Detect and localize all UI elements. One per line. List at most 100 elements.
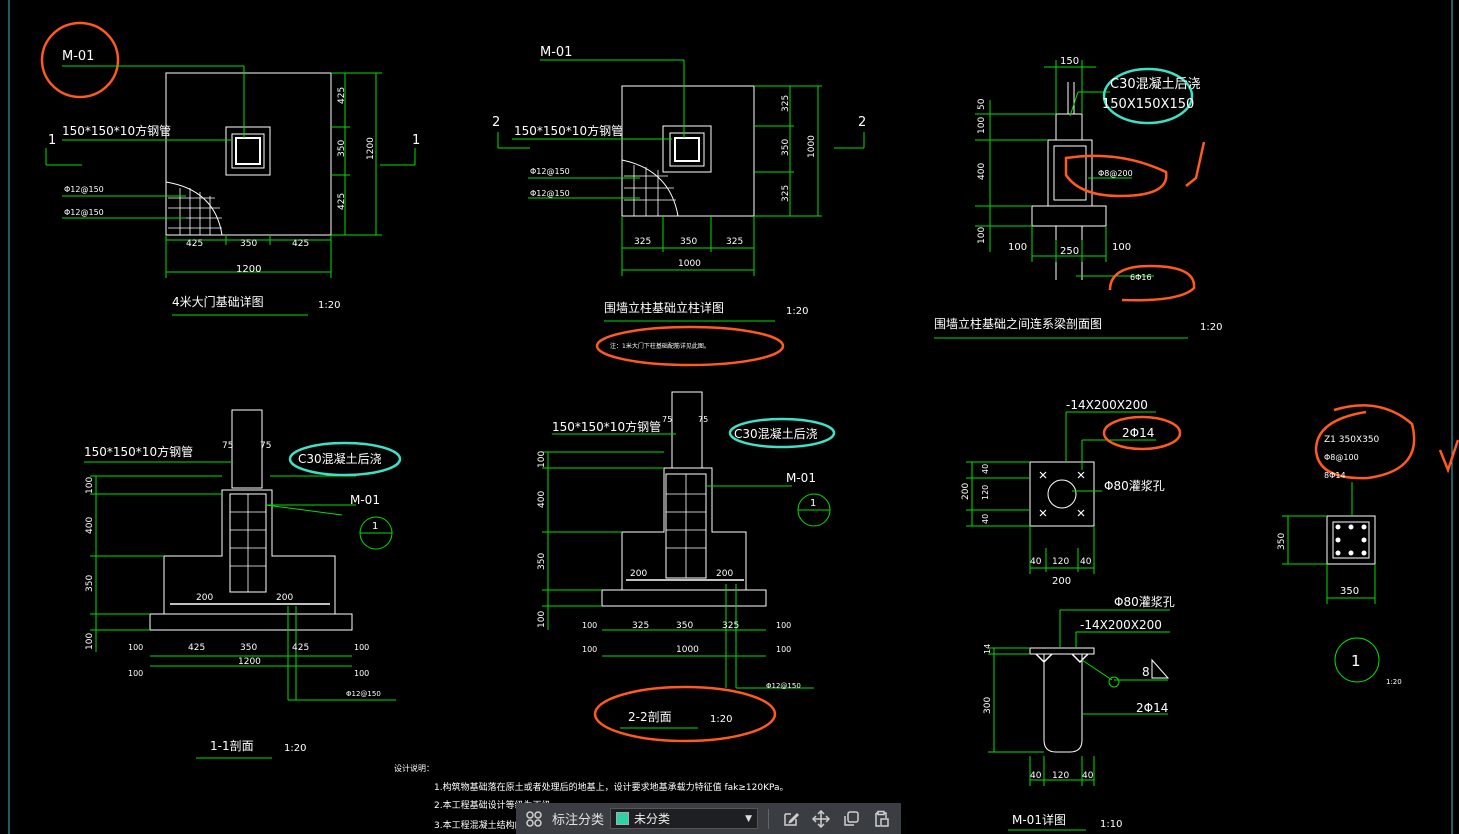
svg-text:50: 50: [977, 98, 987, 110]
svg-text:150X150X150: 150X150X150: [1102, 97, 1194, 112]
chevron-down-icon: ▼: [745, 813, 753, 824]
category-color-swatch: [616, 812, 630, 825]
svg-text:100: 100: [977, 227, 987, 244]
svg-text:200: 200: [196, 593, 213, 603]
svg-text:6Φ16: 6Φ16: [1130, 273, 1152, 282]
svg-text:75: 75: [260, 441, 271, 451]
svg-text:350: 350: [1340, 586, 1359, 597]
category-selected-value: 未分类: [634, 812, 671, 826]
svg-text:100: 100: [1112, 242, 1131, 253]
svg-text:注：1米大门下柱基础配筋详见此图。: 注：1米大门下柱基础配筋详见此图。: [610, 342, 710, 350]
detail-section-2-2: [601, 391, 767, 607]
svg-text:Φ80灌浆孔: Φ80灌浆孔: [1104, 478, 1165, 493]
detail-wall-column-plan: [621, 85, 755, 217]
svg-text:100: 100: [977, 117, 987, 134]
svg-text:350: 350: [781, 139, 791, 156]
detail-tie-beam-annot: [934, 60, 1206, 339]
svg-text:1000: 1000: [676, 645, 699, 655]
svg-text:150*150*10方钢管: 150*150*10方钢管: [514, 123, 623, 138]
svg-text:350: 350: [337, 140, 347, 157]
svg-text:325: 325: [722, 621, 739, 631]
svg-text:2: 2: [492, 115, 500, 130]
svg-text:150*150*10方钢管: 150*150*10方钢管: [552, 419, 661, 434]
svg-text:Φ12@150: Φ12@150: [64, 208, 104, 217]
detail-z1-column: [1326, 515, 1376, 565]
svg-text:120: 120: [981, 485, 990, 500]
svg-text:1: 1: [372, 521, 378, 532]
svg-text:350: 350: [85, 575, 95, 592]
svg-text:2-2剖面: 2-2剖面: [628, 710, 672, 724]
svg-text:Φ12@150: Φ12@150: [530, 189, 570, 198]
detail-m01-section-annot: [988, 609, 1170, 831]
svg-text:400: 400: [977, 163, 987, 180]
svg-text:1-1剖面: 1-1剖面: [210, 739, 254, 753]
detail-wall-column-text: M-01 150*150*10方钢管 2 2 Φ12@150 Φ12@150 3…: [492, 45, 866, 350]
svg-text:425: 425: [186, 239, 203, 249]
svg-text:Φ8@100: Φ8@100: [1324, 453, 1359, 462]
svg-text:400: 400: [537, 491, 547, 508]
detail-m01-section: [1029, 647, 1170, 753]
svg-text:C30混凝土后浇: C30混凝土后浇: [734, 426, 818, 441]
svg-text:425: 425: [292, 239, 309, 249]
svg-text:8: 8: [1142, 665, 1150, 679]
detail-gate-plan: [165, 72, 332, 236]
detail-section-2-2-text: 150*150*10方钢管 75 75 C30混凝土后浇 M-01 1 100 …: [537, 415, 818, 725]
svg-text:100: 100: [537, 451, 547, 468]
svg-text:100: 100: [85, 633, 95, 650]
svg-text:425: 425: [337, 87, 347, 104]
svg-text:350: 350: [680, 237, 697, 247]
svg-text:1.构筑物基础落在原土或者处理后的地基上，设计要求地基承载力: 1.构筑物基础落在原土或者处理后的地基上，设计要求地基承载力特征值 fak≥12…: [434, 781, 789, 793]
svg-text:425: 425: [337, 193, 347, 210]
svg-text:75: 75: [662, 415, 672, 424]
detail-section-1-1: [149, 409, 353, 631]
svg-text:M-01: M-01: [350, 493, 380, 507]
annotation-toolbar: 标注分类 未分类 ▼: [516, 803, 901, 834]
svg-text:100: 100: [582, 645, 597, 654]
svg-text:200: 200: [1052, 576, 1071, 587]
svg-text:350: 350: [537, 553, 547, 570]
svg-text:Φ12@150: Φ12@150: [346, 690, 381, 698]
svg-text:1000: 1000: [807, 135, 817, 158]
svg-text:1:10: 1:10: [1100, 819, 1122, 830]
detail-tie-beam-text: 150 C30混凝土后浇 150X150X150 50 100 400 100 …: [934, 56, 1222, 333]
svg-text:200: 200: [276, 593, 293, 603]
svg-text:3.本工程混凝土结构的: 3.本工程混凝土结构的: [434, 819, 524, 831]
svg-text:1000: 1000: [678, 259, 701, 269]
svg-text:M-01: M-01: [540, 45, 572, 60]
svg-text:250: 250: [1060, 246, 1079, 257]
svg-text:1:20: 1:20: [710, 714, 732, 725]
detail-gate-plan-text: M-01 150*150*10方钢管 1 1 Φ12@150 Φ12@150 4…: [48, 49, 420, 311]
annotation-category-select[interactable]: 未分类 ▼: [610, 808, 759, 829]
svg-text:400: 400: [85, 517, 95, 534]
detail-z1-column-annot: [1282, 404, 1459, 683]
svg-text:设计说明：: 设计说明：: [394, 763, 434, 773]
svg-text:150: 150: [1060, 56, 1079, 67]
detail-m01-section-text: Φ80灌浆孔 -14X200X200 8 2Φ14 14 300 40 120 …: [983, 594, 1175, 830]
svg-text:围墙立柱基础立柱详图: 围墙立柱基础立柱详图: [604, 300, 724, 315]
detail-section-1-1-text: 150*150*10方钢管 75 75 C30混凝土后浇 M-01 1 100 …: [84, 441, 382, 754]
svg-text:2Φ14: 2Φ14: [1122, 426, 1154, 440]
svg-text:1:20: 1:20: [786, 306, 808, 317]
copy-icon[interactable]: [839, 807, 863, 831]
svg-text:150*150*10方钢管: 150*150*10方钢管: [84, 444, 193, 459]
svg-text:-14X200X200: -14X200X200: [1080, 618, 1162, 632]
svg-text:100: 100: [85, 477, 95, 494]
svg-text:325: 325: [726, 237, 743, 247]
paste-icon[interactable]: [869, 807, 893, 831]
move-icon[interactable]: [809, 807, 833, 831]
svg-text:300: 300: [983, 697, 993, 714]
svg-text:40: 40: [1080, 557, 1092, 567]
svg-text:1:20: 1:20: [284, 743, 306, 754]
detail-m01-plate-text: -14X200X200 2Φ14 Φ80灌浆孔 200 40 120 40 40…: [961, 398, 1165, 587]
svg-text:100: 100: [537, 611, 547, 628]
grid-view-icon[interactable]: [522, 807, 546, 831]
svg-text:40: 40: [1030, 557, 1042, 567]
edit-icon[interactable]: [779, 807, 803, 831]
svg-text:350: 350: [1277, 533, 1287, 550]
svg-text:100: 100: [128, 643, 143, 652]
detail-wall-column-annot: [497, 59, 865, 367]
svg-text:2Φ14: 2Φ14: [1136, 701, 1168, 715]
svg-text:1:20: 1:20: [318, 300, 340, 311]
svg-text:Φ80灌浆孔: Φ80灌浆孔: [1114, 594, 1175, 609]
